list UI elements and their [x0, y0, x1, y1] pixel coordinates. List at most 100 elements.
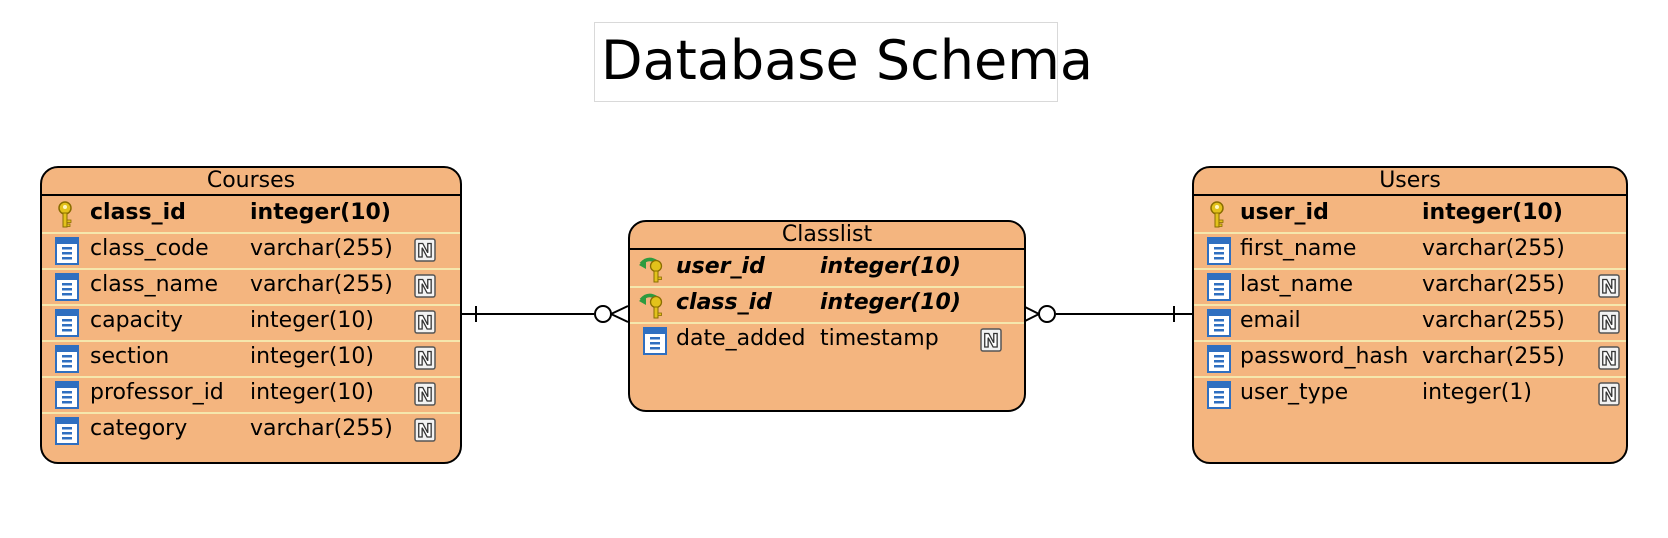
nullable-badge-icon: N	[414, 382, 436, 406]
column-icon	[1207, 381, 1231, 409]
column-name: professor_id	[90, 380, 224, 405]
column-type: integer(10)	[820, 254, 961, 279]
primary-key-icon	[1210, 201, 1224, 228]
column-type: varchar(255)	[250, 272, 393, 297]
primary-key-icon	[58, 201, 72, 228]
column-icon	[55, 417, 79, 445]
column-row-email[interactable]: email varchar(255) N	[1194, 304, 1626, 342]
nullable-badge-icon: N	[1598, 382, 1620, 406]
nullable-badge-icon: N	[414, 346, 436, 370]
column-name: password_hash	[1240, 344, 1409, 369]
column-row-last-name[interactable]: last_name varchar(255) N	[1194, 268, 1626, 306]
svg-text:N: N	[983, 330, 999, 352]
svg-text:N: N	[417, 276, 433, 298]
column-row-user-id[interactable]: user_id integer(10)	[1194, 196, 1626, 234]
column-name: first_name	[1240, 236, 1357, 261]
column-row-capacity[interactable]: capacity integer(10) N	[42, 304, 460, 342]
column-icon	[643, 327, 667, 355]
column-row-password-hash[interactable]: password_hash varchar(255) N	[1194, 340, 1626, 378]
column-row-first-name[interactable]: first_name varchar(255)	[1194, 232, 1626, 270]
svg-text:N: N	[417, 420, 433, 442]
svg-text:N: N	[1601, 384, 1617, 406]
table-title: Classlist	[630, 222, 1024, 250]
column-icon	[55, 237, 79, 265]
column-row-class-code[interactable]: class_code varchar(255) N	[42, 232, 460, 270]
column-name: class_id	[90, 200, 186, 225]
column-type: varchar(255)	[250, 416, 393, 441]
column-name: class_name	[90, 272, 219, 297]
column-row-class-name[interactable]: class_name varchar(255) N	[42, 268, 460, 306]
column-icon	[55, 345, 79, 373]
column-row-class-id[interactable]: class_id integer(10)	[42, 196, 460, 234]
column-row-user-type[interactable]: user_type integer(1) N	[1194, 376, 1626, 412]
table-title: Users	[1194, 168, 1626, 196]
nullable-badge-icon: N	[1598, 310, 1620, 334]
nullable-badge-icon: N	[414, 238, 436, 262]
column-name: section	[90, 344, 170, 369]
nullable-badge-icon: N	[414, 274, 436, 298]
column-name: user_type	[1240, 380, 1349, 405]
nullable-badge-icon: N	[1598, 346, 1620, 370]
column-icon	[1207, 273, 1231, 301]
relationship-users-classlist	[1022, 305, 1192, 323]
column-name: last_name	[1240, 272, 1354, 297]
column-type: varchar(255)	[1422, 272, 1565, 297]
zero-marker	[594, 305, 612, 323]
svg-text:N: N	[417, 384, 433, 406]
column-name: date_added	[676, 326, 806, 351]
svg-text:N: N	[1601, 312, 1617, 334]
diagram-title: Database Schema	[601, 29, 1093, 92]
column-type: varchar(255)	[1422, 236, 1565, 261]
column-icon	[55, 381, 79, 409]
table-title: Courses	[42, 168, 460, 196]
column-row-date-added[interactable]: date_added timestamp N	[630, 322, 1024, 358]
svg-text:N: N	[1601, 276, 1617, 298]
svg-text:N: N	[417, 240, 433, 262]
foreign-key-icon	[639, 257, 663, 283]
foreign-key-icon	[639, 293, 663, 319]
column-row-class-id[interactable]: class_id integer(10)	[630, 286, 1024, 324]
column-type: integer(10)	[1422, 200, 1563, 225]
column-name: capacity	[90, 308, 183, 333]
column-type: varchar(255)	[1422, 344, 1565, 369]
column-type: integer(10)	[250, 200, 391, 225]
column-icon	[1207, 309, 1231, 337]
column-type: varchar(255)	[1422, 308, 1565, 333]
relationship-courses-classlist	[462, 305, 629, 323]
nullable-badge-icon: N	[414, 310, 436, 334]
column-name: user_id	[1240, 200, 1329, 225]
column-name: class_code	[90, 236, 209, 261]
column-name: category	[90, 416, 188, 441]
nullable-badge-icon: N	[1598, 274, 1620, 298]
column-icon	[1207, 345, 1231, 373]
column-name: user_id	[676, 254, 765, 279]
svg-text:N: N	[417, 312, 433, 334]
column-name: email	[1240, 308, 1301, 333]
svg-text:N: N	[417, 348, 433, 370]
column-type: integer(10)	[250, 344, 374, 369]
column-type: integer(10)	[250, 308, 374, 333]
column-row-professor-id[interactable]: professor_id integer(10) N	[42, 376, 460, 414]
column-type: integer(10)	[820, 290, 961, 315]
column-type: integer(10)	[250, 380, 374, 405]
svg-text:N: N	[1601, 348, 1617, 370]
column-name: class_id	[676, 290, 772, 315]
zero-marker	[1038, 305, 1056, 323]
nullable-badge-icon: N	[414, 418, 436, 442]
column-type: timestamp	[820, 326, 939, 351]
column-row-section[interactable]: section integer(10) N	[42, 340, 460, 378]
column-icon	[1207, 237, 1231, 265]
diagram-title-box: Database Schema	[594, 22, 1093, 102]
nullable-badge-icon: N	[980, 328, 1002, 352]
column-row-category[interactable]: category varchar(255) N	[42, 412, 460, 448]
column-type: integer(1)	[1422, 380, 1532, 405]
column-type: varchar(255)	[250, 236, 393, 261]
column-icon	[55, 309, 79, 337]
classlist-table[interactable]: Classlist user_id integer(10) class_id inte…	[628, 220, 1026, 412]
column-row-user-id[interactable]: user_id integer(10)	[630, 250, 1024, 288]
column-icon	[55, 273, 79, 301]
many-marker	[610, 305, 629, 323]
